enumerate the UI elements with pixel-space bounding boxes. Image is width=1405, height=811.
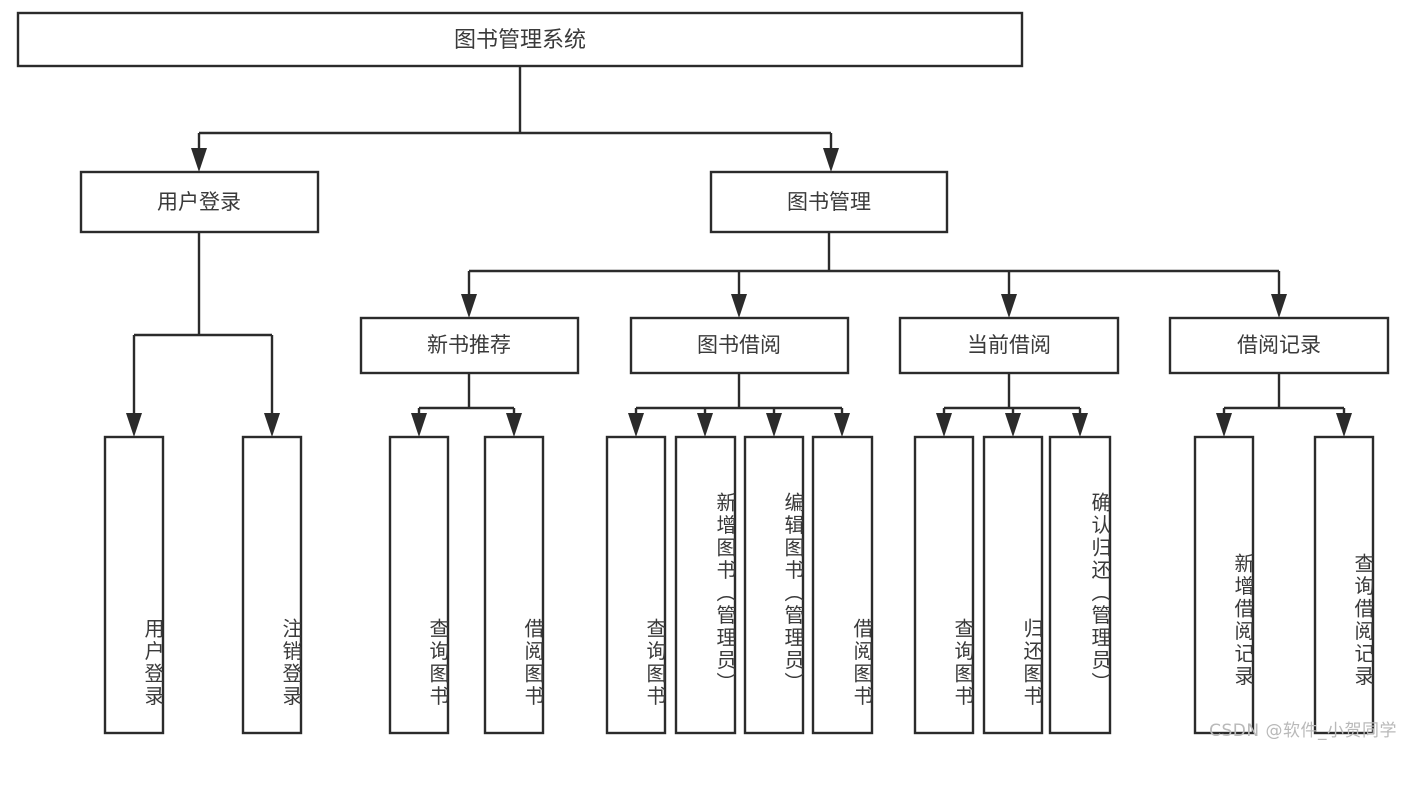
connector-group-book-borrow	[628, 373, 850, 437]
leaf-box-query-book-borrow[interactable]	[605, 435, 667, 735]
node-user-login[interactable]: 用户登录	[79, 170, 320, 234]
flowchart-canvas: 图书管理系统 用户登录 图书管理 新书推荐 图书借阅 当前借阅 借阅记录	[16, 11, 1397, 741]
node-book-borrow-box[interactable]	[629, 316, 850, 375]
leaf-box-edit-book-admin[interactable]	[743, 435, 805, 735]
node-current-borrow-box[interactable]	[898, 316, 1120, 375]
leaf-box-borrow-book[interactable]	[811, 435, 874, 735]
leaf-box-add-borrow-record[interactable]	[1193, 435, 1255, 735]
arrow-head-currentborrow-2	[1005, 413, 1021, 437]
leaf-box-query-book-new[interactable]	[388, 435, 450, 735]
node-user-login-label: 用户登录	[157, 190, 241, 214]
node-current-borrow[interactable]: 当前借阅	[898, 316, 1120, 375]
node-root-box[interactable]	[16, 11, 1024, 68]
arrow-head-bookborrow-1	[628, 413, 644, 437]
arrow-head-borrowrecord-1	[1216, 413, 1232, 437]
node-borrow-record-box[interactable]	[1168, 316, 1390, 375]
leaf-box-confirm-return-admin[interactable]	[1048, 435, 1112, 735]
arrow-head-newbook-1	[411, 413, 427, 437]
arrow-head-bookmanage-1	[461, 294, 477, 318]
leaf-box-borrow-book-new[interactable]	[483, 435, 545, 735]
leaf-boxes	[103, 435, 1375, 735]
leaf-box-return-book[interactable]	[982, 435, 1044, 735]
connector-group-borrow-record	[1216, 373, 1352, 437]
connector-group-current-borrow	[936, 373, 1088, 437]
arrow-head-userlogin-1	[126, 413, 142, 437]
connector-group-root	[191, 66, 839, 172]
node-new-book-recommend-box[interactable]	[359, 316, 580, 375]
connector-group-user-login	[126, 232, 280, 437]
node-new-book-recommend[interactable]: 新书推荐	[359, 316, 580, 375]
arrow-head-borrowrecord-2	[1336, 413, 1352, 437]
arrow-head-bookborrow-4	[834, 413, 850, 437]
leaf-box-query-book-current[interactable]	[913, 435, 975, 735]
node-borrow-record[interactable]: 借阅记录	[1168, 316, 1390, 375]
node-book-manage-box[interactable]	[709, 170, 949, 234]
node-new-book-recommend-label: 新书推荐	[427, 333, 511, 357]
arrow-head-bookmanage-2	[731, 294, 747, 318]
csdn-watermark: CSDN @软件_小贺同学	[1209, 721, 1397, 741]
node-borrow-record-label: 借阅记录	[1237, 333, 1321, 357]
arrow-head-bookmanage-4	[1271, 294, 1287, 318]
leaf-box-logout[interactable]	[241, 435, 303, 735]
node-root-label: 图书管理系统	[454, 28, 586, 53]
node-book-manage[interactable]: 图书管理	[709, 170, 949, 234]
node-current-borrow-label: 当前借阅	[967, 333, 1051, 357]
arrow-head-bookborrow-3	[766, 413, 782, 437]
arrow-head-bookborrow-2	[697, 413, 713, 437]
node-book-manage-label: 图书管理	[787, 190, 871, 214]
arrow-head-root-1	[191, 148, 207, 172]
arrow-head-root-2	[823, 148, 839, 172]
flowchart-svg: 图书管理系统 用户登录 图书管理 新书推荐 图书借阅 当前借阅 借阅记录	[16, 11, 1390, 735]
node-book-borrow[interactable]: 图书借阅	[629, 316, 850, 375]
connector-group-new-book	[411, 373, 522, 437]
arrow-head-bookmanage-3	[1001, 294, 1017, 318]
arrow-head-currentborrow-3	[1072, 413, 1088, 437]
arrow-head-newbook-2	[506, 413, 522, 437]
arrow-head-userlogin-2	[264, 413, 280, 437]
leaf-box-add-book-admin[interactable]	[674, 435, 737, 735]
node-book-borrow-label: 图书借阅	[697, 333, 781, 357]
leaf-box-query-borrow-record[interactable]	[1313, 435, 1375, 735]
node-root[interactable]: 图书管理系统	[16, 11, 1024, 68]
leaf-box-user-login[interactable]	[103, 435, 165, 735]
connector-group-book-manage	[461, 232, 1287, 318]
arrow-head-currentborrow-1	[936, 413, 952, 437]
node-user-login-box[interactable]	[79, 170, 320, 234]
